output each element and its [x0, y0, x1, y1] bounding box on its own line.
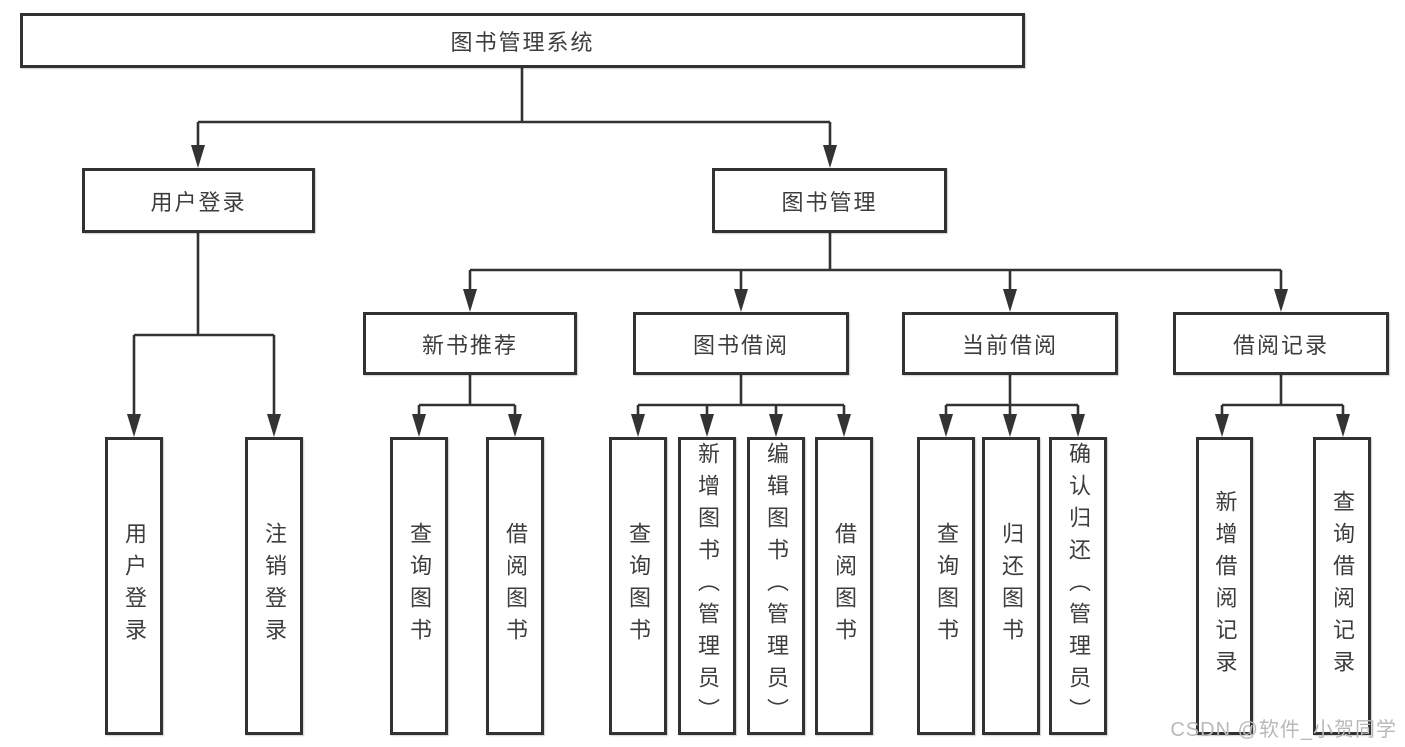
node-book-borrowing: 图书借阅 [633, 312, 849, 375]
leaf-query-books-borrow: 查询图书 [609, 437, 667, 735]
leaf-add-borrow-record-label: 新增借阅记录 [1212, 490, 1238, 682]
leaf-logout: 注销登录 [245, 437, 303, 735]
leaf-user-login-label: 用户登录 [122, 522, 147, 650]
leaf-confirm-return-admin: 确认归还（管理员） [1049, 437, 1107, 735]
node-book-management: 图书管理 [712, 168, 947, 233]
node-current-borrowing: 当前借阅 [902, 312, 1118, 375]
leaf-query-books-borrow-label: 查询图书 [626, 522, 651, 650]
leaf-query-books-current-label: 查询图书 [934, 522, 959, 650]
leaf-query-borrow-record: 查询借阅记录 [1313, 437, 1371, 735]
leaf-confirm-return-admin-label: 确认归还（管理员） [1066, 442, 1091, 730]
leaf-add-borrow-record: 新增借阅记录 [1196, 437, 1253, 735]
leaf-query-books-current: 查询图书 [917, 437, 975, 735]
leaf-edit-books-admin: 编辑图书（管理员） [747, 437, 805, 735]
leaf-add-books-admin: 新增图书（管理员） [678, 437, 736, 735]
leaf-borrow-books-rec-label: 借阅图书 [503, 522, 528, 650]
leaf-return-books-label: 归还图书 [999, 522, 1024, 650]
csdn-watermark: CSDN @软件_小贺同学 [1170, 719, 1397, 741]
leaf-query-books-rec-label: 查询图书 [407, 522, 432, 650]
node-user-login: 用户登录 [82, 168, 315, 233]
leaf-borrow-books-rec: 借阅图书 [486, 437, 544, 735]
leaf-user-login: 用户登录 [105, 437, 163, 735]
leaf-borrow-books-label: 借阅图书 [832, 522, 857, 650]
node-new-book-recommendation: 新书推荐 [363, 312, 577, 375]
leaf-add-books-admin-label: 新增图书（管理员） [695, 442, 720, 730]
leaf-return-books: 归还图书 [982, 437, 1040, 735]
node-borrowing-records: 借阅记录 [1173, 312, 1389, 375]
leaf-logout-label: 注销登录 [262, 522, 287, 650]
leaf-query-books-rec: 查询图书 [390, 437, 448, 735]
node-library-system: 图书管理系统 [20, 13, 1025, 68]
leaf-borrow-books: 借阅图书 [815, 437, 873, 735]
leaf-query-borrow-record-label: 查询借阅记录 [1330, 490, 1355, 682]
leaf-edit-books-admin-label: 编辑图书（管理员） [764, 442, 789, 730]
